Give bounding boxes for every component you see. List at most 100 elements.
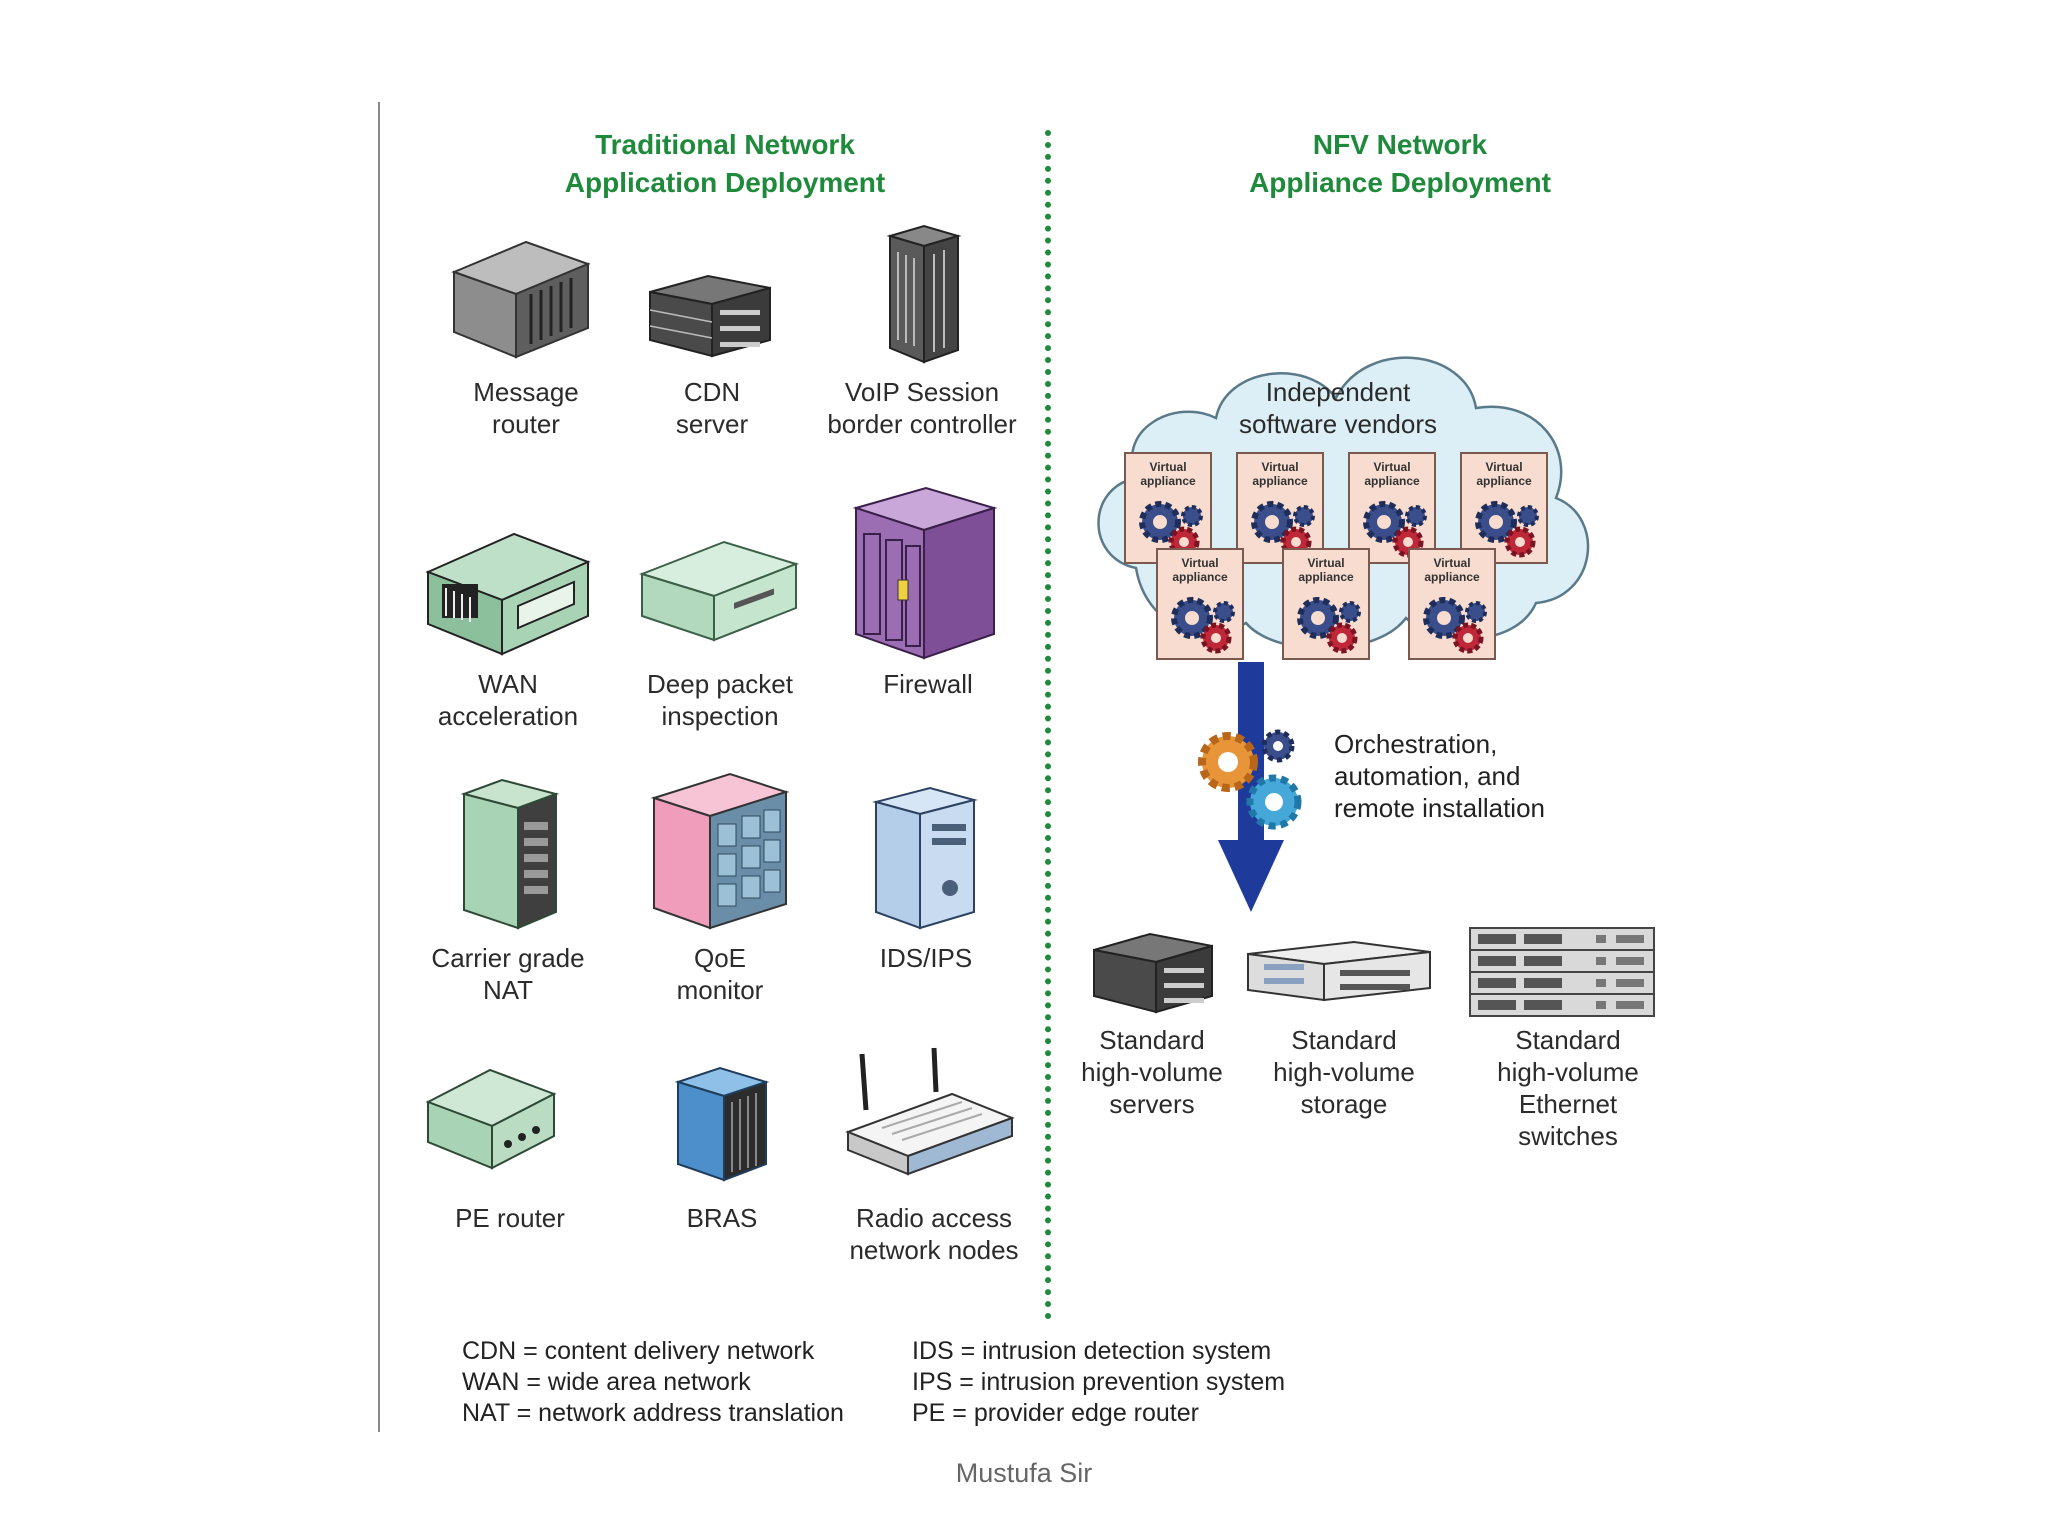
hardware-label-line: Standard [1291, 1025, 1397, 1055]
device-label: Firewall [883, 668, 973, 700]
device-label-line: PE router [455, 1203, 565, 1233]
nfv-title: NFV Network Appliance Deployment [1230, 126, 1570, 202]
device-label-line: router [492, 409, 560, 439]
device-label-line: NAT [482, 975, 534, 1005]
device-label: Message router [473, 376, 579, 440]
virtual-appliance: Virtual appliance [1282, 548, 1370, 660]
device-label: PE router [455, 1202, 565, 1234]
virtual-appliance: Virtual appliance [1348, 452, 1436, 564]
left-border-line [378, 102, 380, 1432]
hardware-label: Standard high-volume Ethernet switches [1497, 1024, 1639, 1152]
orchestration-label-line: automation, and [1334, 761, 1521, 791]
traditional-title-line-2: Application Deployment [564, 167, 886, 198]
hardware-label-line: storage [1300, 1089, 1388, 1119]
device-label-line: CDN [683, 377, 741, 407]
nfv-title-line-1: NFV Network [1312, 129, 1488, 160]
device-label: CDN server [676, 376, 748, 440]
device-label-line: inspection [661, 701, 779, 731]
legend-entry: NAT = network address translation [462, 1399, 844, 1427]
qoe-cabinet-icon [650, 772, 790, 930]
stacked-server-icon [649, 274, 771, 358]
device-label: QoE monitor [677, 942, 764, 1006]
virtual-appliance-label: Virtual appliance [1172, 556, 1228, 584]
device-label-line: VoIP Session [844, 377, 1000, 407]
nat-tower-icon [460, 778, 560, 930]
standard-storage-icon [1247, 940, 1431, 1002]
orchestration-gears-icon [1198, 729, 1302, 830]
hardware-label-line: high-volume [1273, 1057, 1415, 1087]
cloud-label-line: software vendors [1239, 409, 1437, 439]
firewall-cabinet-icon [852, 486, 998, 660]
legend-entry: IPS = intrusion prevention system [912, 1368, 1286, 1396]
legend-entry: PE = provider edge router [912, 1399, 1199, 1427]
rack-tower-icon [886, 224, 962, 364]
device-label-line: IDS/IPS [879, 943, 973, 973]
device-label-line: Radio access [855, 1203, 1013, 1233]
virtual-appliance-label: Virtual appliance [1252, 460, 1308, 488]
device-label-line: QoE [693, 943, 747, 973]
nfv-title-line-2: Appliance Deployment [1249, 167, 1551, 198]
virtual-appliance: Virtual appliance [1408, 548, 1496, 660]
bras-rack-icon [674, 1066, 770, 1182]
device-label: IDS/IPS [880, 942, 972, 974]
device-label-line: Carrier grade [431, 943, 585, 973]
device-label-line: WAN [478, 669, 538, 699]
virtual-appliance-label: Virtual appliance [1476, 460, 1532, 488]
dotted-divider [1045, 130, 1051, 1320]
device-label-line: Message [473, 377, 579, 407]
hardware-label-line: Standard [1099, 1025, 1205, 1055]
device-label: BRAS [687, 1202, 758, 1234]
device-label-line: BRAS [686, 1203, 758, 1233]
gears-icon [1297, 597, 1361, 654]
legend-entry: IDS = intrusion detection system [912, 1337, 1272, 1365]
hardware-label: Standard high-volume servers [1081, 1024, 1223, 1120]
pe-router-icon [425, 1068, 557, 1170]
traditional-title: Traditional Network Application Deployme… [548, 126, 902, 202]
ids-server-icon [872, 786, 978, 930]
gears-icon [1475, 501, 1539, 558]
hardware-label-line: high-volume [1081, 1057, 1223, 1087]
device-label: VoIP Session border controller [827, 376, 1016, 440]
virtual-appliance-label: Virtual appliance [1298, 556, 1354, 584]
virtual-appliance: Virtual appliance [1156, 548, 1244, 660]
footer-text: Mustufa Sir [955, 1458, 1093, 1488]
virtual-appliance-label: Virtual appliance [1364, 460, 1420, 488]
legend-left: CDN = content delivery network WAN = wid… [462, 1336, 844, 1429]
server-chassis-icon [451, 240, 591, 359]
orchestration-label: Orchestration, automation, and remote in… [1334, 728, 1545, 824]
virtual-appliance-label: Virtual appliance [1424, 556, 1480, 584]
orchestration-label-line: remote installation [1334, 793, 1545, 823]
legend-right: IDS = intrusion detection system IPS = i… [912, 1336, 1285, 1429]
dpi-appliance-icon [638, 540, 800, 642]
virtual-appliance-label: Virtual appliance [1140, 460, 1196, 488]
ethernet-switch-icon [1469, 927, 1655, 1017]
device-label: WAN acceleration [438, 668, 578, 732]
cloud-label-line: Independent [1265, 377, 1411, 407]
hardware-label-line: Ethernet [1518, 1089, 1618, 1119]
standard-server-icon [1093, 932, 1213, 1014]
wan-appliance-icon [425, 532, 591, 656]
device-label-line: monitor [676, 975, 764, 1005]
cloud-label: Independent software vendors [1239, 376, 1437, 440]
virtual-appliance: Virtual appliance [1124, 452, 1212, 564]
device-label: Deep packet inspection [647, 668, 793, 732]
hardware-label-line: Standard [1515, 1025, 1621, 1055]
virtual-appliance: Virtual appliance [1460, 452, 1548, 564]
device-label: Radio access network nodes [849, 1202, 1018, 1266]
gears-icon [1363, 501, 1427, 558]
gears-icon [1423, 597, 1487, 654]
legend-entry: CDN = content delivery network [462, 1337, 815, 1365]
legend-entry: WAN = wide area network [462, 1368, 751, 1396]
gears-icon [1171, 597, 1235, 654]
device-label-line: Deep packet [647, 669, 793, 699]
device-label-line: border controller [827, 409, 1017, 439]
traditional-title-line-1: Traditional Network [595, 129, 855, 160]
device-label: Carrier grade NAT [431, 942, 584, 1006]
hardware-label-line: switches [1518, 1121, 1618, 1151]
device-label-line: Firewall [883, 669, 973, 699]
orchestration-label-line: Orchestration, [1334, 729, 1498, 759]
hardware-label-line: high-volume [1497, 1057, 1639, 1087]
wireless-router-icon [845, 1047, 1015, 1176]
hardware-label: Standard high-volume storage [1273, 1024, 1415, 1120]
device-label-line: network nodes [849, 1235, 1019, 1265]
